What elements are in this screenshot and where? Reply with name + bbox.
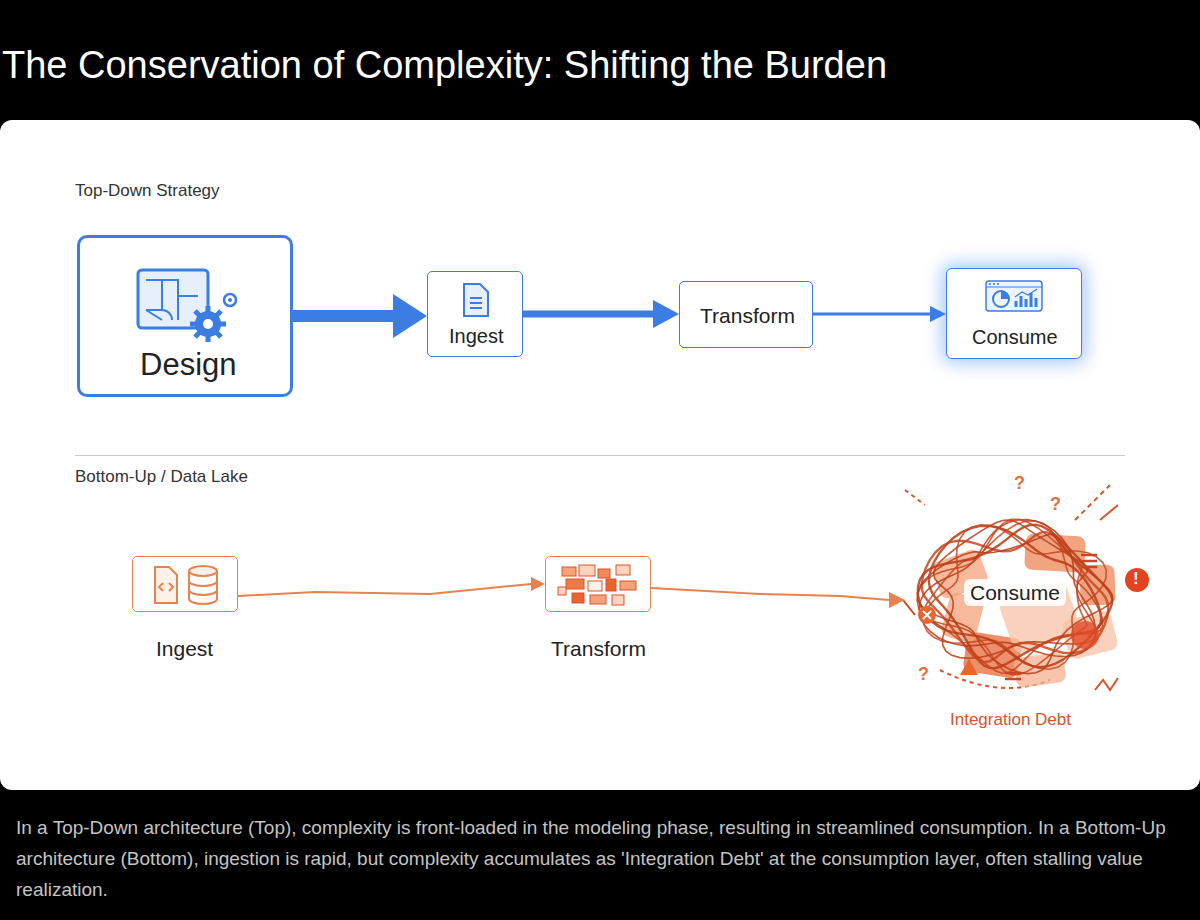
node-label: Transform	[700, 303, 795, 328]
document-icon	[461, 282, 491, 318]
node-label: Consume	[972, 325, 1058, 349]
caption-text: In a Top-Down architecture (Top), comple…	[16, 812, 1166, 905]
scattered-blocks-icon	[546, 557, 652, 613]
icon-box	[132, 556, 238, 612]
process-box: Transform	[679, 281, 813, 348]
symbol-mark: ?	[1050, 494, 1061, 515]
icon-node: Transform	[545, 556, 651, 666]
section-label: Integration Debt	[950, 710, 1071, 730]
node-label: Ingest	[156, 636, 213, 661]
section-label: Bottom-Up / Data Lake	[75, 467, 248, 487]
symbol-mark: ?	[918, 664, 929, 685]
chaos-node: Consume	[905, 495, 1125, 700]
flow-arrow	[523, 300, 679, 328]
icon-node: Ingest	[132, 556, 238, 666]
file-database-icon	[133, 557, 239, 613]
flow-arrow	[238, 577, 545, 596]
process-box: Design	[77, 235, 293, 397]
node-label: Consume	[964, 579, 1066, 606]
icon-box	[545, 556, 651, 612]
node-label: Transform	[551, 636, 646, 661]
flow-arrow	[651, 588, 905, 608]
process-box: Ingest	[427, 271, 523, 357]
separator-line	[75, 455, 1125, 456]
symbol-mark: ?	[1014, 473, 1025, 494]
section-label: Top-Down Strategy	[75, 181, 220, 201]
blueprint-icon	[132, 266, 242, 346]
alert-circle	[1125, 568, 1149, 592]
title-text: The Conservation of Complexity: Shifting…	[2, 44, 887, 87]
flow-arrow	[293, 294, 427, 338]
dashboard-icon	[984, 279, 1044, 313]
node-label: Ingest	[449, 324, 503, 348]
process-box: Consume	[946, 268, 1082, 359]
node-label: Design	[140, 346, 237, 383]
flow-arrow	[813, 306, 946, 322]
symbol-mark: !	[1133, 569, 1139, 589]
